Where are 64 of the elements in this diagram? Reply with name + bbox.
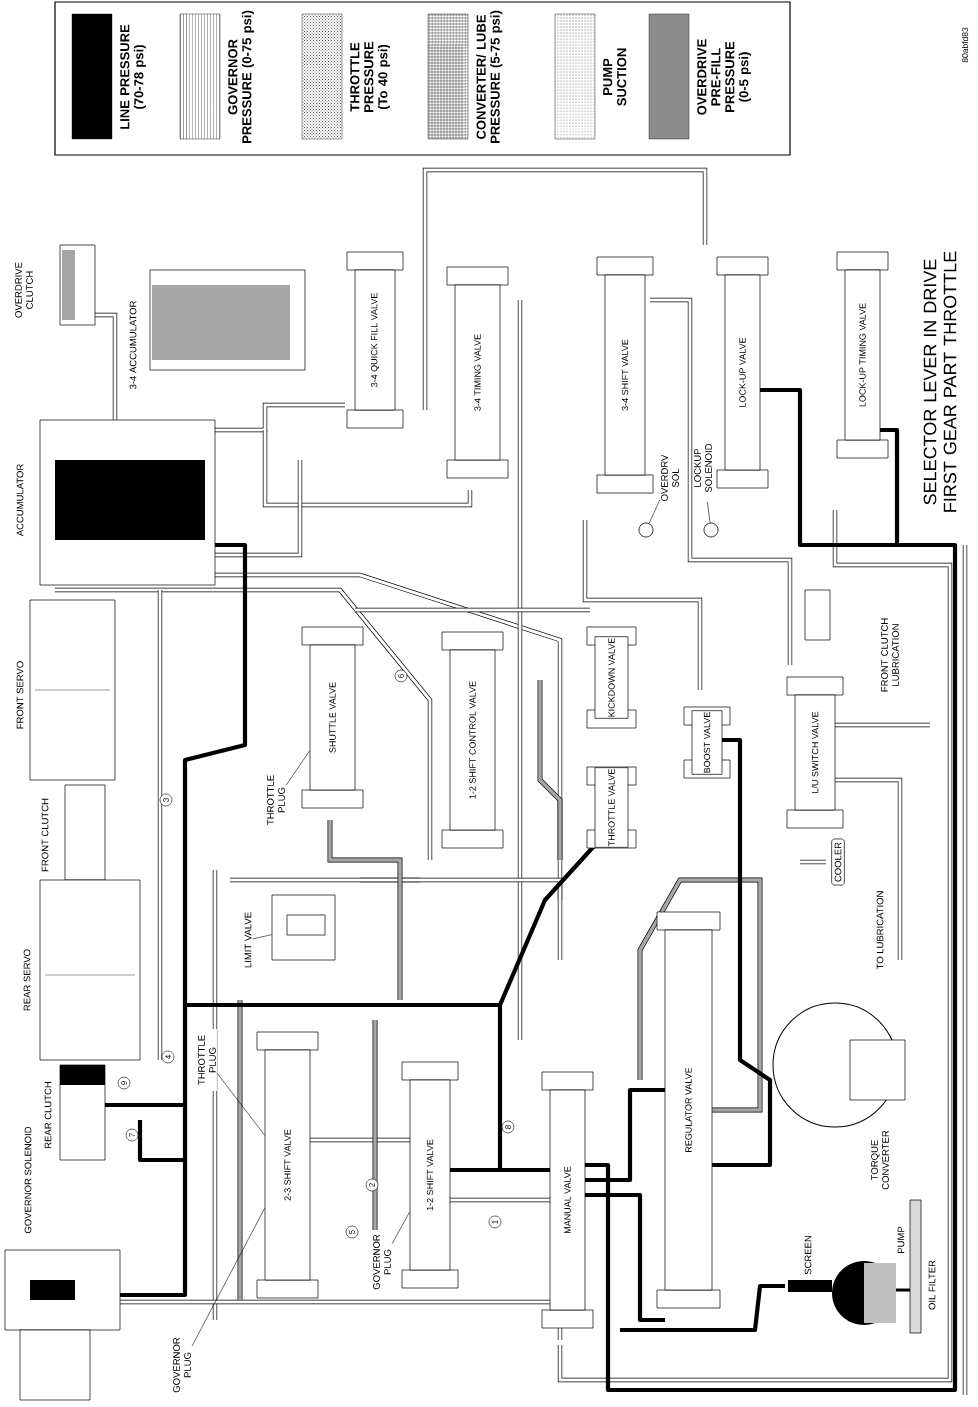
part-label: THROTTLE PLUG [267,775,285,825]
part-label: REAR SERVO [23,949,31,1011]
part-label: TO LUBRICATION [876,891,884,970]
valve-body: 2-3 SHIFT VALVE [256,1031,319,1299]
valve-body: LOCK-UP TIMING VALVE [836,251,889,459]
circled-number: 7 [125,1128,139,1142]
part-label: FRONT SERVO [16,661,24,729]
circled-number: 2 [365,1178,379,1192]
legend-label: PUMP SUCTION [603,48,627,106]
valve-body: SHUTTLE VALVE [301,626,364,809]
part-label: TORQUE CONVERTER [871,1130,889,1190]
circled-number: 6 [394,669,408,683]
part-label: FRONT CLUTCH LUBRICATION [881,618,899,692]
leader-line [285,750,310,786]
part-label: PUMP [897,1226,905,1253]
part-label: GOVERNOR SOLENOID [24,1126,32,1234]
valve-body: 3-4 SHIFT VALVE [596,256,654,494]
circled-number: 3 [159,793,173,807]
part-label: SCREEN [804,1236,812,1275]
part-label: REAR CLUTCH [44,1082,52,1148]
part-label: GOVERNOR PLUG [173,1337,191,1393]
part-label: ACCUMULATOR [16,464,24,537]
leader-line [252,934,272,940]
leader-line [648,499,661,524]
part-label: 3-4 ACCUMULATOR [129,301,137,390]
legend-label: CONVERTER/ LUBE PRESSURE (5-75 psi) [476,10,503,143]
circled-number: 1 [488,1215,502,1229]
part-label: FRONT CLUTCH [41,798,49,872]
part-label: 80abfd83 [961,27,969,63]
valve-body: THROTTLE VALVE [586,766,637,849]
valve-body: MANUAL VALVE [541,1071,594,1329]
part-label: GOVERNOR PLUG [373,1234,391,1290]
valve-body: 1-2 SHIFT VALVE [401,1061,459,1289]
leader-line [216,1072,265,1136]
valve-body [271,894,336,961]
solenoid-icon [703,522,719,538]
part-label: OVERDRV SOL [661,454,679,501]
solenoid-icon [638,522,654,538]
legend-label: GOVERNOR PRESSURE (0-75 psi) [228,10,254,143]
circled-number: 5 [345,1225,359,1239]
valve-body: KICKDOWN VALVE [586,626,637,729]
legend-label: OVERDRIVE PRE-FILL PRESSURE (0-5 psi) [697,39,751,115]
legend-label: LINE PRESSURE (70-78 psi) [120,24,146,129]
circled-number: 8 [501,1120,515,1134]
title: SELECTOR LEVER IN DRIVE FIRST GEAR PART THROTTLE [923,251,957,512]
valve-body: REGULATOR VALVE [656,911,721,1309]
leader-line [191,1208,265,1347]
leader-line [391,1211,410,1245]
legend-label: THROTTLE PRESSURE (To 40 psi) [350,41,390,112]
valve-body: L/U SWITCH VALVE [786,676,844,829]
part-label: LIMIT VALVE [244,912,252,968]
part-label: OVERDRIVE CLUTCH [15,262,33,318]
part-label: THROTTLE PLUG [198,1035,216,1085]
part-label: LOCKUP SOLENOID [694,443,712,493]
cooler-box: COOLER [831,838,845,886]
valve-body: 3-4 QUICK FILL VALVE [346,251,404,429]
circled-number: 4 [161,1050,175,1064]
valve-body: 1-2 SHIFT CONTROL VALVE [441,631,504,849]
leader-line [707,501,711,523]
circled-number: 9 [117,1076,131,1090]
part-label: OIL FILTER [928,1260,936,1310]
valve-body: 3-4 TIMING VALVE [446,266,509,479]
valve-body: BOOST VALVE [683,706,731,779]
valve-body: LOCK-UP VALVE [716,256,769,489]
